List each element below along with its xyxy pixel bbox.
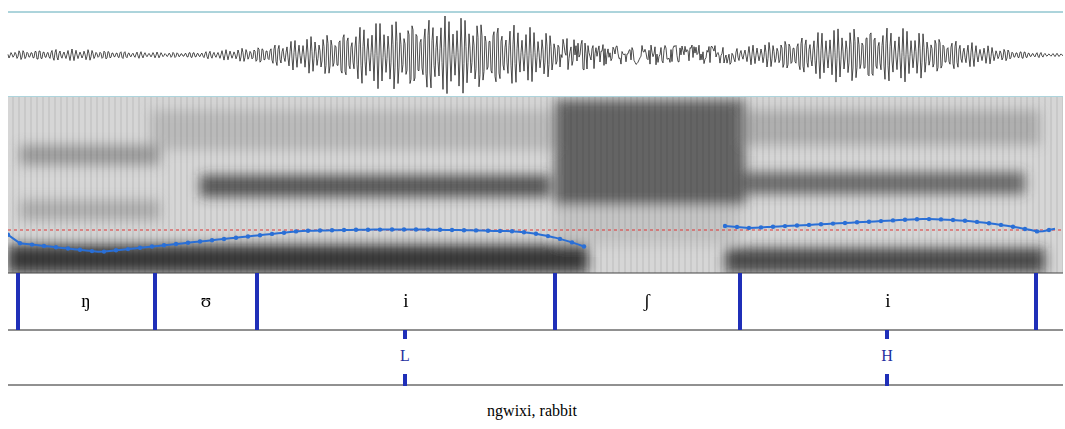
pitch-point	[534, 232, 538, 236]
pitch-point	[30, 242, 34, 246]
tier-line	[8, 330, 1063, 331]
pitch-point	[1011, 225, 1015, 229]
pitch-point	[186, 241, 190, 245]
pitch-point	[546, 234, 550, 238]
panel-line	[8, 12, 1063, 13]
pitch-point	[210, 238, 214, 242]
pitch-point	[258, 233, 262, 237]
tier-line	[8, 385, 1063, 386]
pitch-point	[1047, 228, 1051, 232]
pitch-point	[126, 247, 130, 251]
pitch-point	[951, 218, 955, 222]
pitch-point	[114, 248, 118, 252]
pitch-point	[510, 229, 514, 233]
pitch-point	[867, 220, 871, 224]
pitch-point	[723, 224, 727, 228]
pitch-point	[831, 221, 835, 225]
segment-label: ʊ	[201, 290, 211, 312]
pitch-point	[1035, 229, 1039, 233]
tone-label: L	[398, 347, 412, 365]
pitch-point	[783, 224, 787, 228]
pitch-point	[903, 218, 907, 222]
pitch-point	[174, 242, 178, 246]
pitch-point	[474, 228, 478, 232]
pitch-point	[66, 246, 70, 250]
pitch-point	[78, 248, 82, 252]
pitch-point	[402, 227, 406, 231]
pitch-point	[366, 228, 370, 232]
pitch-point	[342, 228, 346, 232]
pitch-point	[54, 245, 58, 249]
pitch-point	[891, 218, 895, 222]
pitch-point	[450, 228, 454, 232]
pitch-curve	[725, 219, 1055, 231]
pitch-point	[843, 221, 847, 225]
pitch-point	[426, 227, 430, 231]
figure-caption: ngwixi, rabbit	[487, 402, 577, 420]
segment-label: ŋ	[81, 290, 90, 312]
pitch-point	[102, 249, 106, 253]
pitch-point	[807, 223, 811, 227]
pitch-track	[8, 217, 1055, 254]
pitch-point	[963, 219, 967, 223]
pitch-point	[294, 229, 298, 233]
pitch-point	[570, 240, 574, 244]
pitch-point	[582, 244, 586, 248]
pitch-point	[999, 223, 1003, 227]
pitch-point	[354, 228, 358, 232]
pitch-point	[735, 225, 739, 229]
tone-ticks	[405, 330, 887, 386]
pitch-point	[414, 227, 418, 231]
pitch-point	[282, 231, 286, 235]
pitch-point	[270, 232, 274, 236]
pitch-curve	[8, 230, 584, 252]
pitch-point	[18, 241, 22, 245]
pitch-point	[318, 228, 322, 232]
tone-label: H	[879, 347, 895, 365]
pitch-point	[486, 229, 490, 233]
pitch-point	[522, 230, 526, 234]
reference-line	[8, 230, 1063, 231]
pitch-point	[150, 244, 154, 248]
pitch-point	[8, 233, 10, 237]
pitch-point	[987, 221, 991, 225]
pitch-point	[234, 236, 238, 240]
pitch-point	[498, 229, 502, 233]
pitch-point	[747, 226, 751, 230]
pitch-point	[975, 220, 979, 224]
pitch-point	[378, 227, 382, 231]
pitch-point	[855, 220, 859, 224]
pitch-point	[558, 237, 562, 241]
pitch-point	[306, 229, 310, 233]
spectrogram	[8, 97, 1063, 273]
pitch-point	[42, 244, 46, 248]
pitch-point	[198, 239, 202, 243]
pitch-point	[222, 237, 226, 241]
pitch-point	[819, 222, 823, 226]
segment-label: i	[885, 290, 890, 312]
pitch-point	[915, 217, 919, 221]
pitch-point	[771, 225, 775, 229]
pitch-point	[939, 217, 943, 221]
segment-label: ʃ	[644, 290, 650, 312]
segment-label: i	[403, 290, 408, 312]
pitch-point	[438, 228, 442, 232]
pitch-point	[390, 227, 394, 231]
segment-boundaries	[18, 273, 1036, 330]
pitch-point	[162, 243, 166, 247]
pitch-point	[246, 234, 250, 238]
waveform	[8, 16, 1063, 94]
pitch-point	[795, 223, 799, 227]
pitch-point	[90, 249, 94, 253]
pitch-point	[1023, 227, 1027, 231]
pitch-point	[879, 219, 883, 223]
pitch-point	[330, 228, 334, 232]
pitch-point	[138, 246, 142, 250]
pitch-point	[759, 225, 763, 229]
pitch-point	[462, 228, 466, 232]
pitch-point	[927, 217, 931, 221]
